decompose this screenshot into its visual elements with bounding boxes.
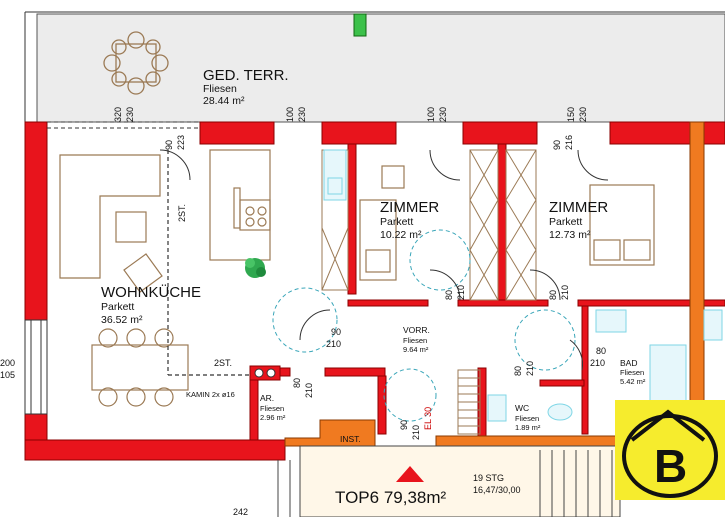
svg-text:90: 90 [552, 140, 562, 150]
svg-text:230: 230 [578, 107, 588, 122]
room2-area: 12.73 m² [549, 229, 591, 241]
door-arcs [159, 149, 609, 371]
kitchen-cabinets [321, 149, 349, 291]
svg-text:210: 210 [590, 358, 605, 368]
walls [24, 121, 725, 461]
svg-text:320: 320 [113, 107, 123, 122]
svg-text:223: 223 [176, 135, 186, 150]
wardrobes [469, 149, 537, 301]
svg-text:90: 90 [331, 327, 341, 337]
svg-text:90: 90 [164, 140, 174, 150]
terrace-material: Fliesen [203, 83, 237, 95]
hall-material: Fliesen [403, 336, 427, 345]
inst-shaft [284, 419, 376, 447]
svg-text:230: 230 [297, 107, 307, 122]
stairs-icon [457, 369, 481, 435]
room2-material: Parkett [549, 216, 582, 228]
svg-text:210: 210 [326, 339, 341, 349]
door-dims: 80 210 80 210 90 210 80 210 80 210 80 21… [233, 285, 606, 517]
svg-text:80: 80 [444, 290, 454, 300]
svg-text:210: 210 [456, 285, 466, 300]
door-swings [272, 229, 576, 422]
window-left [24, 319, 48, 415]
room1-name: ZIMMER [380, 199, 439, 216]
logo-letter: B [654, 440, 687, 492]
window-left-dim-a: 200 [0, 358, 15, 368]
svg-text:216: 216 [564, 135, 574, 150]
svg-text:210: 210 [525, 361, 535, 376]
svg-text:80: 80 [548, 290, 558, 300]
svg-text:230: 230 [125, 107, 135, 122]
svg-text:230: 230 [438, 107, 448, 122]
living-area: 36.52 m² [101, 314, 143, 326]
svg-text:EL 30: EL 30 [423, 407, 433, 430]
living-material: Parkett [101, 301, 134, 313]
unit-title: TOP6 79,38m² [335, 488, 447, 507]
room2-name: ZIMMER [549, 199, 608, 216]
hall-area: 9.64 m² [403, 345, 429, 354]
svg-text:210: 210 [304, 383, 314, 398]
svg-text:80: 80 [596, 346, 606, 356]
inst-label: INST. [340, 434, 361, 444]
storage-name: AR. [260, 393, 274, 403]
svg-text:150: 150 [566, 107, 576, 122]
company-logo: B [615, 400, 725, 500]
terrace-table-icon [103, 31, 169, 95]
kamin-label: KAMIN 2x ø16 [186, 390, 235, 399]
storage-area: 2.96 m² [260, 413, 286, 422]
living-furniture [59, 149, 271, 407]
wc-area: 1.89 m² [515, 423, 541, 432]
stair-steps [277, 450, 613, 517]
stairs-info-2: 16,47/30,00 [473, 485, 521, 495]
window-left-dim-b: 105 [0, 370, 15, 380]
room1-material: Parkett [380, 216, 413, 228]
stairs-info-1: 19 STG [473, 473, 504, 483]
living-name: WOHNKÜCHE [101, 283, 201, 301]
hall-name: VORR. [403, 325, 430, 335]
storage-material: Fliesen [260, 404, 284, 413]
bath-material: Fliesen [620, 368, 644, 377]
terrace-floor [36, 13, 725, 123]
svg-text:100: 100 [285, 107, 295, 122]
bath-area: 5.42 m² [620, 377, 646, 386]
terrace-name: GED. TERR. [203, 67, 289, 84]
bath-name: BAD [620, 358, 637, 368]
stairwell [299, 445, 621, 517]
terrace-area: 28.44 m² [203, 95, 245, 107]
shaft-wall [689, 121, 705, 433]
svg-text:90: 90 [399, 420, 409, 430]
svg-text:210: 210 [411, 425, 421, 440]
svg-text:80: 80 [513, 366, 523, 376]
window-dims-terrace: 320 230 100 230 100 230 150 230 90 223 9… [113, 107, 588, 150]
stairs-label-1: 2ST. [177, 204, 187, 222]
svg-text:242: 242 [233, 507, 248, 517]
svg-text:80: 80 [292, 378, 302, 388]
room1-area: 10.22 m² [380, 229, 422, 241]
stairs-label-2: 2ST. [214, 358, 232, 368]
entry-marker [396, 466, 424, 482]
svg-text:210: 210 [560, 285, 570, 300]
svg-text:100: 100 [426, 107, 436, 122]
bath-fixtures [487, 309, 723, 422]
wc-material: Fliesen [515, 414, 539, 423]
kamin-icon [249, 365, 281, 381]
terrace-plant-box [353, 13, 367, 37]
plant-icon [245, 258, 266, 278]
beds [359, 165, 655, 281]
wc-name: WC [515, 403, 529, 413]
